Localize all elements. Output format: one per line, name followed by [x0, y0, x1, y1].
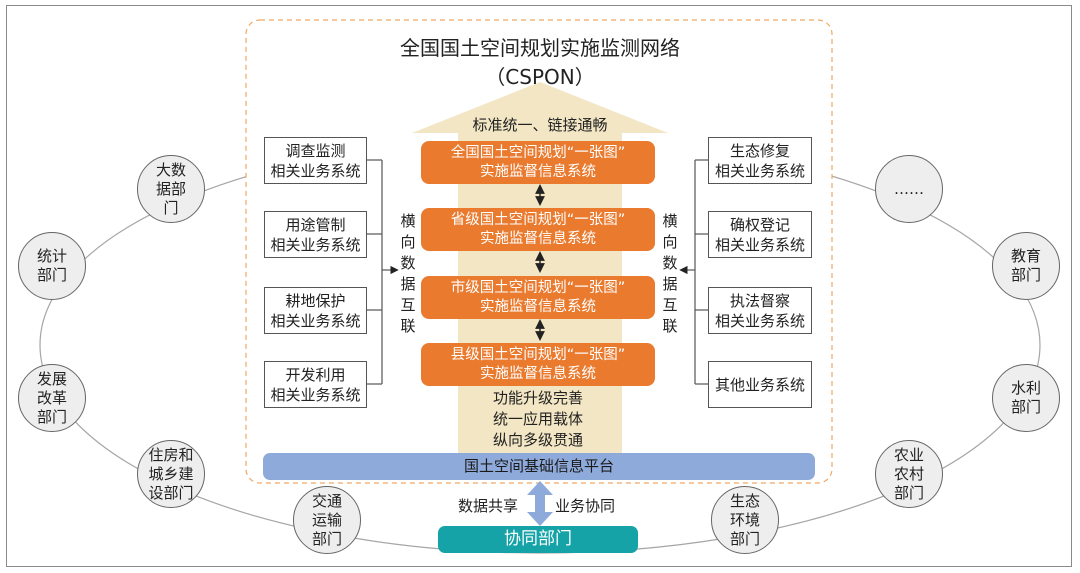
- left-system-box: 开发利用 相关业务系统: [264, 361, 367, 408]
- label-char: 横: [400, 212, 416, 230]
- label-char: 数: [662, 254, 678, 272]
- level-title: 市级国土空间规划“一张图”: [450, 279, 626, 296]
- system-type: 相关业务系统: [270, 385, 361, 404]
- dept-line: 发展: [36, 369, 67, 388]
- sync-arrow: [527, 481, 553, 526]
- data-share-label: 数据共享: [458, 497, 519, 515]
- horizontal-data-label-right: 横 向 数 据 互 联: [660, 211, 680, 337]
- dept-line: 据部: [155, 179, 186, 198]
- label-char: 联: [400, 317, 416, 335]
- dept-line: 门: [163, 198, 179, 217]
- left-bracket: [367, 159, 399, 385]
- system-type: 相关业务系统: [714, 311, 805, 330]
- right-system-box: 其他业务系统: [708, 361, 812, 408]
- department-circle: 住房和 城乡建 设部门: [137, 440, 205, 508]
- department-circle: ……: [875, 155, 943, 223]
- right-system-box: 生态修复 相关业务系统: [708, 137, 812, 184]
- city-level-system: 市级国土空间规划“一张图” 实施监督信息系统: [421, 276, 655, 319]
- label-char: 数: [400, 254, 416, 272]
- system-type: 相关业务系统: [270, 311, 361, 330]
- arrow-label: 标准统一、链接通畅: [472, 116, 608, 134]
- right-bracket: [679, 159, 708, 385]
- department-circle: 发展 改革 部门: [18, 364, 86, 432]
- feature-text: 功能升级完善: [492, 389, 583, 407]
- dept-line: 农村: [893, 464, 924, 483]
- provincial-level-system: 省级国土空间规划“一张图” 实施监督信息系统: [421, 208, 655, 251]
- feature-text: 统一应用载体: [492, 410, 583, 428]
- department-circle: 统计 部门: [18, 232, 86, 300]
- dept-line: 部门: [729, 529, 760, 548]
- dept-line: 部门: [36, 266, 67, 284]
- left-system-box: 调查监测 相关业务系统: [264, 137, 367, 184]
- dept-line: 环境: [729, 510, 760, 529]
- system-name: 耕地保护: [285, 291, 346, 310]
- system-name: 其他业务系统: [714, 375, 805, 394]
- dept-line: 部门: [1010, 398, 1041, 416]
- department-circle: 水利 部门: [992, 364, 1060, 432]
- label-char: 据: [662, 275, 678, 293]
- business-collab-label: 业务协同: [555, 497, 616, 515]
- system-type: 相关业务系统: [714, 235, 805, 254]
- label-char: 向: [662, 233, 678, 251]
- department-circle: 大数 据部 门: [137, 155, 205, 223]
- right-system-box: 确权登记 相关业务系统: [708, 211, 812, 258]
- dept-line: 农业: [893, 445, 924, 464]
- dept-line: 部门: [893, 483, 924, 502]
- department-circle: 交通 运输 部门: [293, 486, 361, 554]
- right-system-box: 执法督察 相关业务系统: [708, 287, 812, 334]
- left-system-box: 耕地保护 相关业务系统: [264, 287, 367, 334]
- national-level-system: 全国国土空间规划“一张图” 实施监督信息系统: [421, 141, 655, 184]
- collab-dept-bar: 协同部门: [438, 526, 638, 553]
- level-title: 县级国土空间规划“一张图”: [450, 346, 626, 363]
- label-char: 互: [662, 296, 678, 314]
- system-name: 生态修复: [729, 141, 790, 160]
- system-name: 用途管制: [285, 215, 346, 234]
- label-char: 互: [400, 296, 416, 314]
- dept-line: 城乡建: [148, 464, 194, 483]
- dept-line: 统计: [36, 247, 67, 265]
- dept-line: 部门: [1010, 266, 1041, 284]
- dept-line: 部门: [36, 407, 67, 426]
- dept-line: 改革: [36, 388, 67, 407]
- system-type: 相关业务系统: [270, 161, 361, 180]
- department-circle: 农业 农村 部门: [875, 440, 943, 508]
- dept-line: 生态: [729, 491, 760, 510]
- label-char: 据: [400, 275, 416, 293]
- level-title: 全国国土空间规划“一张图”: [450, 144, 626, 161]
- system-type: 相关业务系统: [270, 235, 361, 254]
- horizontal-data-label-left: 横 向 数 据 互 联: [398, 211, 418, 337]
- dept-line: 运输: [311, 510, 342, 529]
- dept-line: 大数: [155, 160, 186, 179]
- label-char: 联: [662, 317, 678, 335]
- dept-line: 设部门: [148, 483, 194, 502]
- dept-line: 住房和: [148, 445, 194, 464]
- system-type: 相关业务系统: [714, 161, 805, 180]
- system-name: 执法督察: [729, 291, 790, 310]
- department-circle: 教育 部门: [992, 232, 1060, 300]
- dept-line: 部门: [311, 529, 342, 548]
- dept-line: ……: [894, 179, 924, 198]
- dept-line: 交通: [311, 491, 342, 510]
- level-subtitle: 实施监督信息系统: [480, 230, 596, 247]
- figure-frame: [6, 5, 1072, 567]
- level-subtitle: 实施监督信息系统: [480, 163, 596, 180]
- county-level-system: 县级国土空间规划“一张图” 实施监督信息系统: [421, 343, 655, 386]
- level-subtitle: 实施监督信息系统: [480, 298, 596, 315]
- dept-line: 水利: [1010, 379, 1041, 397]
- left-system-box: 用途管制 相关业务系统: [264, 211, 367, 258]
- dept-line: 教育: [1010, 247, 1041, 265]
- level-title: 省级国土空间规划“一张图”: [450, 211, 626, 228]
- system-name: 确权登记: [729, 215, 790, 234]
- level-subtitle: 实施监督信息系统: [480, 365, 596, 382]
- label-char: 横: [662, 212, 678, 230]
- system-name: 调查监测: [285, 141, 346, 160]
- label-char: 向: [400, 233, 416, 251]
- system-name: 开发利用: [285, 365, 346, 384]
- page-title: 全国国土空间规划实施监测网络: [400, 36, 680, 60]
- foundation-platform: 国土空间基础信息平台: [263, 453, 815, 480]
- feature-text: 纵向多级贯通: [492, 431, 583, 449]
- page-subtitle: （CSPON）: [485, 65, 595, 89]
- department-circle: 生态 环境 部门: [711, 486, 779, 554]
